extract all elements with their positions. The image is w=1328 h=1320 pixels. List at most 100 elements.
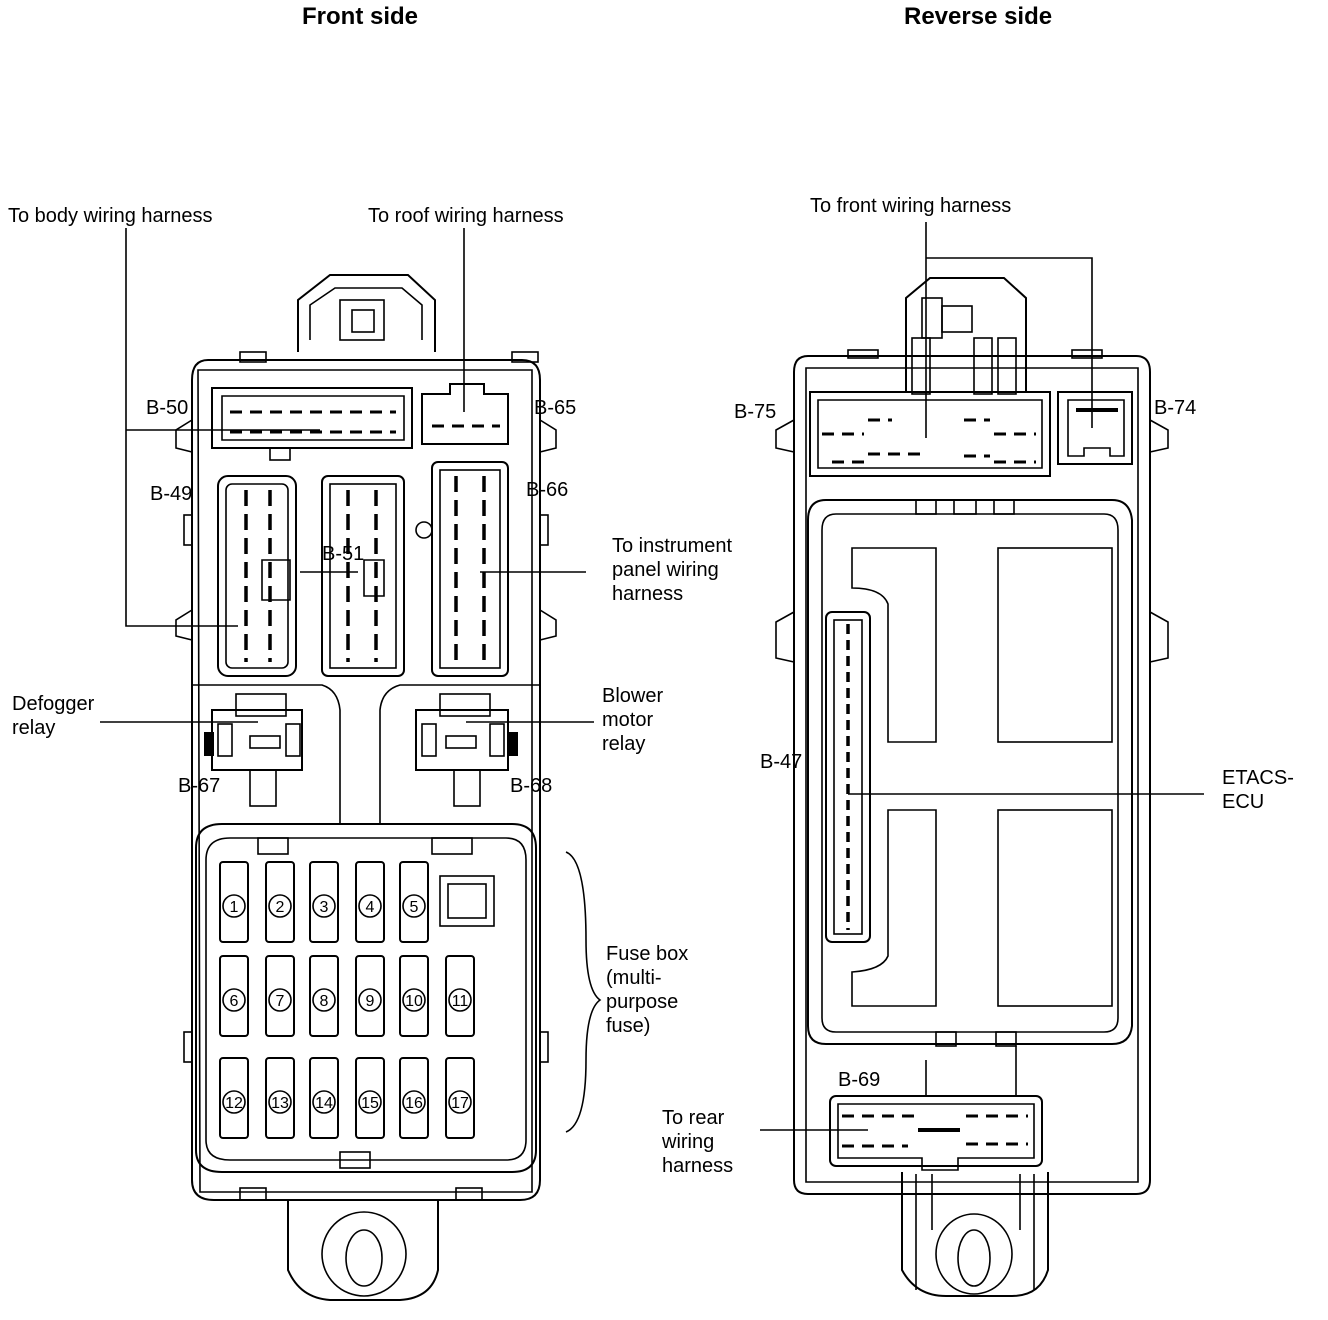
fuse-number: 4 [366,899,375,916]
connector-b51 [321,475,405,677]
fuse-number-circle [312,894,336,918]
connector-b74 [1057,391,1133,465]
connector-b47 [825,611,871,943]
b67-label: B-67 [178,775,220,797]
b50-label: B-50 [146,397,188,419]
b75-label: B-75 [734,401,776,423]
fuse-number-circle [222,894,246,918]
fuse-slot [219,861,249,943]
rear-harness-line3: harness [662,1155,733,1177]
fuse-slot [399,861,429,943]
fuse-number-circle [448,1090,472,1114]
defogger-relay-line1: Defogger [12,693,95,715]
fuse-number-circle [312,988,336,1012]
b68-label: B-68 [510,775,552,797]
fuse-number-circle [448,988,472,1012]
instrument-harness-line3: harness [612,583,683,605]
fuse-number-circle [402,1090,426,1114]
fuse-box-line1: Fuse box [606,943,688,965]
instrument-harness-line1: To instrument [612,535,732,557]
fuse-number: 8 [320,993,329,1010]
fuse-number-circle [312,1090,336,1114]
etacs-line1: ETACS- [1222,767,1294,789]
fuse-box-line4: fuse) [606,1015,650,1037]
fuse-number-circle [222,1090,246,1114]
fuse-slot [399,955,429,1037]
fuse-number-circle [402,894,426,918]
connector-b49 [217,475,297,677]
fuse-number: 6 [230,993,239,1010]
fuse-number-circle [358,988,382,1012]
fuse-number: 2 [276,899,285,916]
fuse-number: 11 [452,993,469,1010]
fuse-number-circle [358,894,382,918]
blower-relay-line2: motor [602,709,653,731]
b74-label: B-74 [1154,397,1196,419]
b49-label: B-49 [150,483,192,505]
fuse-number-circle [268,1090,292,1114]
reverse-leader-lines [760,222,1204,1131]
roof-harness-label: To roof wiring harness [368,205,564,227]
fuse-slot [445,955,475,1037]
fuse-box-line2: (multi- [606,967,662,989]
fuse-slot [445,1057,475,1139]
b69-label: B-69 [838,1069,880,1091]
rear-harness-line1: To rear [662,1107,725,1129]
reverse-housing [775,277,1169,1297]
fuse-number: 17 [451,1095,469,1112]
etacs-line2: ECU [1222,791,1264,813]
fuse-slot [265,955,295,1037]
fuse-number: 10 [405,993,423,1010]
fuse-slot [309,861,339,943]
connector-b65 [421,383,509,445]
fuse-number: 3 [320,899,329,916]
fuse-slot [265,861,295,943]
fuse-number-circle [222,988,246,1012]
fuse-slot [219,955,249,1037]
fuse-number: 14 [315,1095,333,1112]
b47-label: B-47 [760,751,802,773]
relay-b67 [204,693,303,807]
fuse-slot [355,955,385,1037]
fuse-number: 16 [405,1095,423,1112]
fuse-box-line3: purpose [606,991,678,1013]
connector-b69 [829,1095,1043,1171]
relay-b68 [415,693,518,807]
instrument-harness-line2: panel wiring [612,559,719,581]
fuse-slot [309,1057,339,1139]
fuse-box-area [195,823,537,1173]
fuse-slot [355,861,385,943]
blower-relay-line3: relay [602,733,645,755]
b51-label: B-51 [322,543,364,565]
reverse-side-title: Reverse side [904,3,1052,30]
fuse-slot [265,1057,295,1139]
fuse-number: 7 [276,993,285,1010]
b65-label: B-65 [534,397,576,419]
fuse-slot [219,1057,249,1139]
front-side-title: Front side [302,3,418,30]
front-leader-lines [100,228,602,1133]
fuse-number: 9 [366,993,375,1010]
connector-b50 [211,387,413,461]
fuse-number-circle [358,1090,382,1114]
rear-harness-line2: wiring [661,1131,714,1153]
fuse-slot [355,1057,385,1139]
fuse-slot [309,955,339,1037]
blower-relay-line1: Blower [602,685,663,707]
defogger-relay-line2: relay [12,717,55,739]
fuse-number-circle [268,988,292,1012]
front-housing [175,274,557,1301]
fuse-number-circle [402,988,426,1012]
fuse-number: 15 [361,1095,379,1112]
connector-b66 [415,461,509,677]
fuse-slot [399,1057,429,1139]
fuse-number: 12 [225,1095,243,1112]
fuse-number: 1 [230,899,239,916]
body-harness-label: To body wiring harness [8,205,213,227]
fuse-number-circle [268,894,292,918]
fuse-number: 13 [271,1095,289,1112]
connector-b75 [809,391,1051,477]
b66-label: B-66 [526,479,568,501]
